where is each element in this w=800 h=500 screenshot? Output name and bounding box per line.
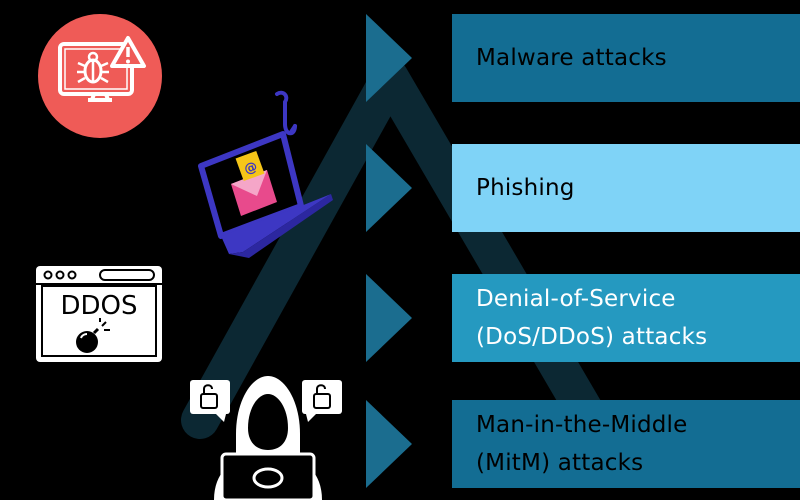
attack-label-line: Malware attacks: [476, 45, 667, 71]
attack-label-line: (DoS/DDoS) attacks: [476, 324, 708, 350]
arrow-phishing: [366, 144, 412, 232]
phishing-at-symbol: @: [242, 159, 259, 178]
attack-box-mitm: Man-in-the-Middle (MitM) attacks: [452, 400, 800, 488]
arrow-malware: [366, 14, 412, 102]
ddos-window-icon: DDOS: [36, 266, 162, 362]
attack-label-line: Phishing: [476, 175, 575, 201]
ddos-text: DDOS: [60, 291, 137, 321]
hacker-icon: [190, 376, 342, 500]
arrow-mitm: [366, 400, 412, 488]
attack-box-dos: Denial-of-Service (DoS/DDoS) attacks: [452, 274, 800, 362]
attack-label-line: Man-in-the-Middle: [476, 412, 688, 438]
malware-monitor-icon: [38, 14, 162, 138]
arrow-dos: [366, 274, 412, 362]
attack-label-line: Denial-of-Service: [476, 286, 676, 312]
phishing-laptop-icon: @: [198, 90, 333, 258]
attack-box-phishing: Phishing: [452, 144, 800, 232]
attack-label-line: (MitM) attacks: [476, 450, 644, 476]
attack-box-malware: Malware attacks: [452, 14, 800, 102]
